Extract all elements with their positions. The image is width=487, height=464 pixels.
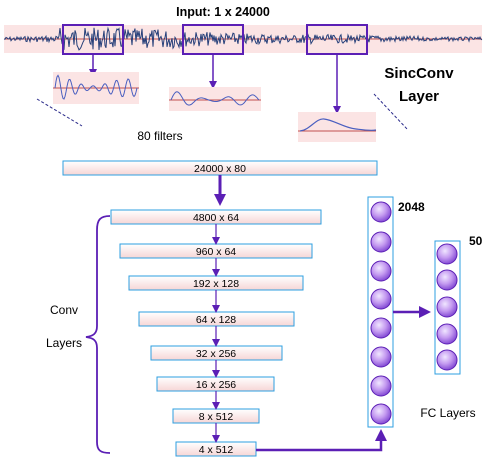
fc-layer-2048-size: 2048 (398, 200, 425, 214)
fc1-neuron-3 (370, 260, 392, 282)
filters-count-label: 80 filters (137, 129, 182, 143)
conv-layer-label-5: 32 x 256 (196, 348, 236, 360)
fc-layer-50-neurons (436, 243, 458, 371)
fc-layer-50-size: 50 (469, 234, 483, 248)
fc1-neuron-4 (370, 288, 392, 310)
fc2-neuron-4 (436, 323, 458, 345)
fc2-neuron-5 (436, 349, 458, 371)
input-title: Input: 1 x 24000 (176, 5, 270, 19)
conv-layer-label-1: 4800 x 64 (193, 212, 239, 224)
fc1-neuron-7 (370, 375, 392, 397)
ellipsis-line-right (373, 93, 409, 131)
conv-layers-brace (85, 215, 111, 454)
sincconv-title-line2: Layer (399, 88, 439, 105)
filter-plot-1 (53, 72, 139, 104)
fc2-neuron-3 (436, 296, 458, 318)
fc-layer-2048-neurons (370, 201, 392, 425)
ellipsis-line-left (36, 98, 83, 127)
filter-plot-2 (169, 87, 261, 111)
sinc-output-label: 24000 x 80 (194, 163, 246, 175)
conv-layer-label-6: 16 x 256 (196, 379, 236, 391)
conv-layer-label-3: 192 x 128 (193, 278, 239, 290)
conv-layers-label-line2: Layers (46, 336, 82, 350)
fc1-neuron-8 (370, 403, 392, 425)
conv-layers-label-line1: Conv (50, 303, 78, 317)
conv-layer-label-4: 64 x 128 (196, 314, 236, 326)
fc2-neuron-2 (436, 269, 458, 291)
fc1-neuron-2 (370, 231, 392, 253)
fc1-neuron-1 (370, 201, 392, 223)
fc2-neuron-1 (436, 243, 458, 265)
conv-layer-label-7: 8 x 512 (199, 411, 234, 423)
sincconv-title-line1: SincConv (384, 65, 454, 82)
filter-plot-3 (298, 112, 377, 142)
conv-to-fc-arrow (256, 429, 387, 452)
fc1-neuron-6 (370, 346, 392, 368)
conv-layer-label-2: 960 x 64 (196, 246, 236, 258)
fc-layers-label: FC Layers (420, 406, 475, 420)
conv-layer-stack: 4800 x 64 960 x 64 192 x 128 64 x 128 32… (110, 209, 322, 457)
fc1-neuron-5 (370, 317, 392, 339)
conv-layer-label-8: 4 x 512 (199, 444, 234, 456)
